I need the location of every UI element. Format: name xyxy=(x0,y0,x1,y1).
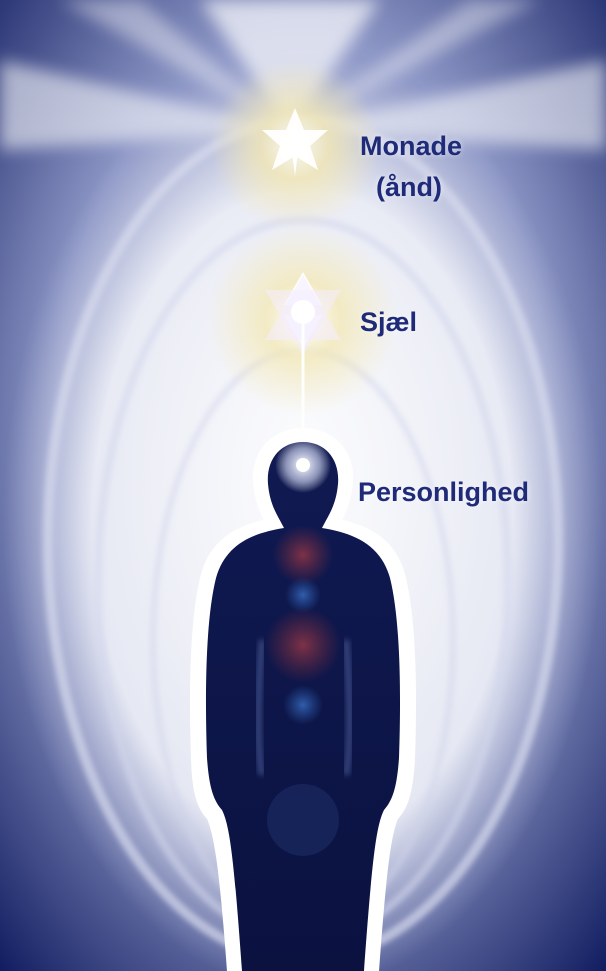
sacral-chakra-blue xyxy=(283,685,323,725)
crown-light-icon xyxy=(296,458,310,472)
label-aand: (ånd) xyxy=(376,171,442,203)
throat-chakra xyxy=(273,525,333,585)
label-sjael: Sjæl xyxy=(360,306,417,338)
label-personlighed: Personlighed xyxy=(358,476,529,508)
solar-chakra xyxy=(265,607,341,683)
label-monade: Monade xyxy=(360,130,462,162)
base-chakra xyxy=(267,784,339,856)
